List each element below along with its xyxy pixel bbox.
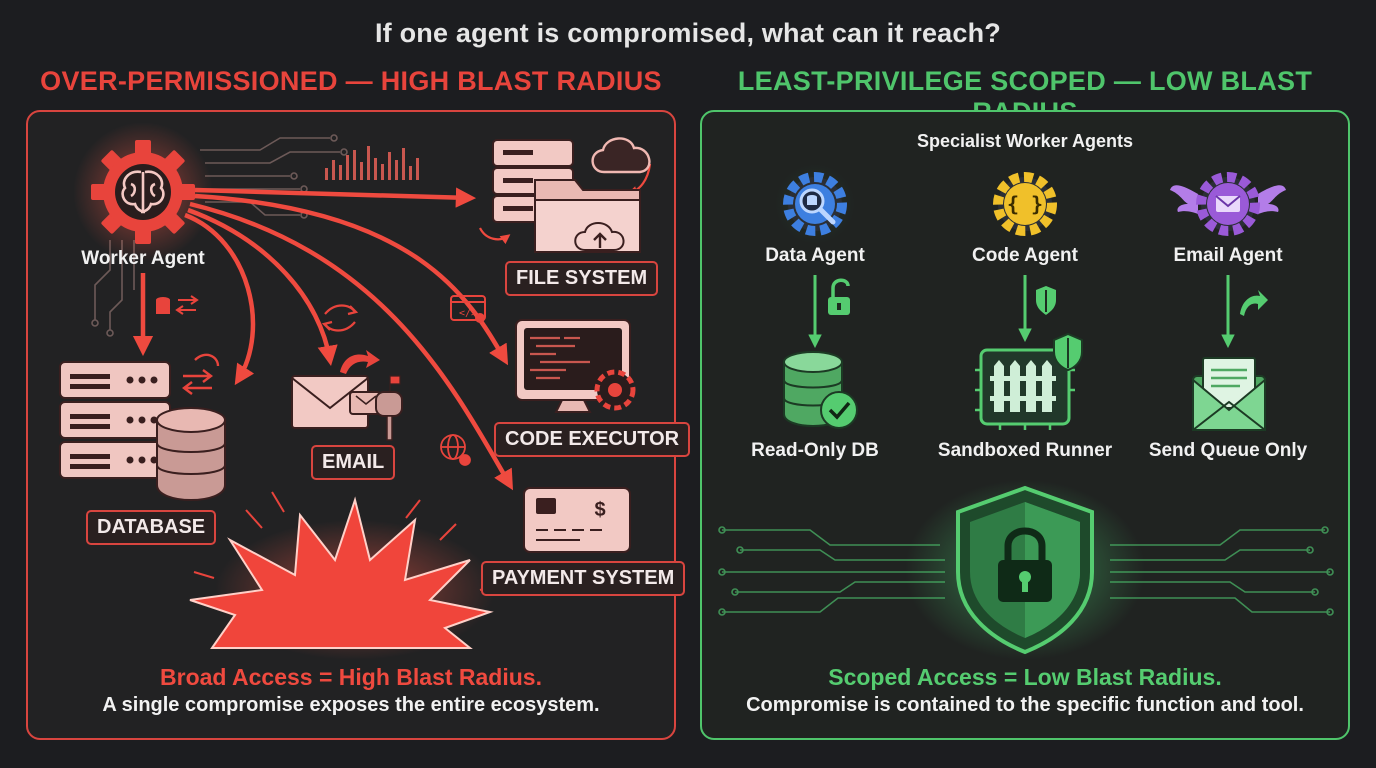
email-icon [291, 304, 403, 441]
database-icon [59, 295, 226, 501]
sandboxed-runner-label: Sandboxed Runner [937, 440, 1113, 461]
right-footer-text: Compromise is contained to the specific … [746, 694, 1304, 716]
code-executor-icon [515, 319, 636, 413]
payment-system-tag: PAYMENT SYSTEM [481, 561, 686, 596]
activity-bars-icon [325, 146, 419, 180]
explosion-icon [189, 491, 501, 660]
email-agent-gear-icon [1170, 172, 1286, 236]
left-footer-headline: Broad Access = High Blast Radius. [160, 664, 542, 690]
svg-text:</>: </> [459, 308, 477, 319]
sync-arrows-icon [182, 353, 220, 395]
refresh-arrows-icon [321, 304, 359, 332]
main-title: If one agent is compromised, what can it… [374, 18, 1002, 48]
database-tag: DATABASE [86, 510, 217, 545]
data-agent-label: Data Agent [765, 245, 865, 266]
mailbox-icon [349, 375, 403, 441]
left-panel-heading: OVER-PERMISSIONED — HIGH BLAST RADIUS [40, 66, 662, 96]
access-arrows [132, 187, 514, 491]
code-agent-gear-icon: { } [993, 172, 1057, 236]
svg-text:{ }: { } [1007, 192, 1043, 216]
envelope-icon [291, 375, 369, 429]
code-tag-icon: </> [450, 295, 486, 323]
data-agent-gear-icon [775, 164, 855, 244]
left-footer-text: A single compromise exposes the entire e… [102, 694, 600, 716]
worker-agent-label: Worker Agent [81, 248, 205, 269]
read-only-db-label: Read-Only DB [751, 440, 879, 461]
email-agent-label: Email Agent [1173, 245, 1283, 266]
svg-text:$: $ [594, 499, 605, 521]
code-executor-gear-icon [594, 369, 636, 411]
file-system-icon [492, 137, 651, 253]
code-executor-tag: CODE EXECUTOR [494, 422, 691, 457]
specialist-agents-subheading: Specialist Worker Agents [916, 131, 1134, 151]
forward-arrow-green-icon [1240, 290, 1268, 316]
cloud-upload-icon [574, 222, 625, 251]
send-queue-envelope-icon [1192, 357, 1266, 431]
file-system-tag: FILE SYSTEM [505, 261, 659, 296]
shield-padlock-icon [905, 480, 1145, 660]
shield-small-icon [1036, 286, 1056, 315]
worker-agent-gear-icon [73, 122, 213, 262]
right-footer-headline: Scoped Access = Low Blast Radius. [828, 664, 1222, 690]
payment-card-icon: $ [523, 487, 631, 553]
brain-icon [121, 170, 165, 214]
green-circuit-traces [718, 526, 1334, 616]
globe-icon [440, 434, 471, 466]
forward-arrow-icon [340, 350, 380, 374]
send-queue-label: Send Queue Only [1148, 440, 1308, 461]
read-only-db-icon [783, 351, 858, 429]
circuit-traces [91, 134, 348, 337]
email-tag: EMAIL [311, 445, 396, 480]
code-agent-label: Code Agent [972, 245, 1078, 266]
sandboxed-runner-icon [975, 332, 1083, 430]
unlocked-padlock-icon [828, 278, 850, 315]
cloud-icon [591, 137, 651, 174]
db-sync-mini-icon [156, 295, 199, 315]
